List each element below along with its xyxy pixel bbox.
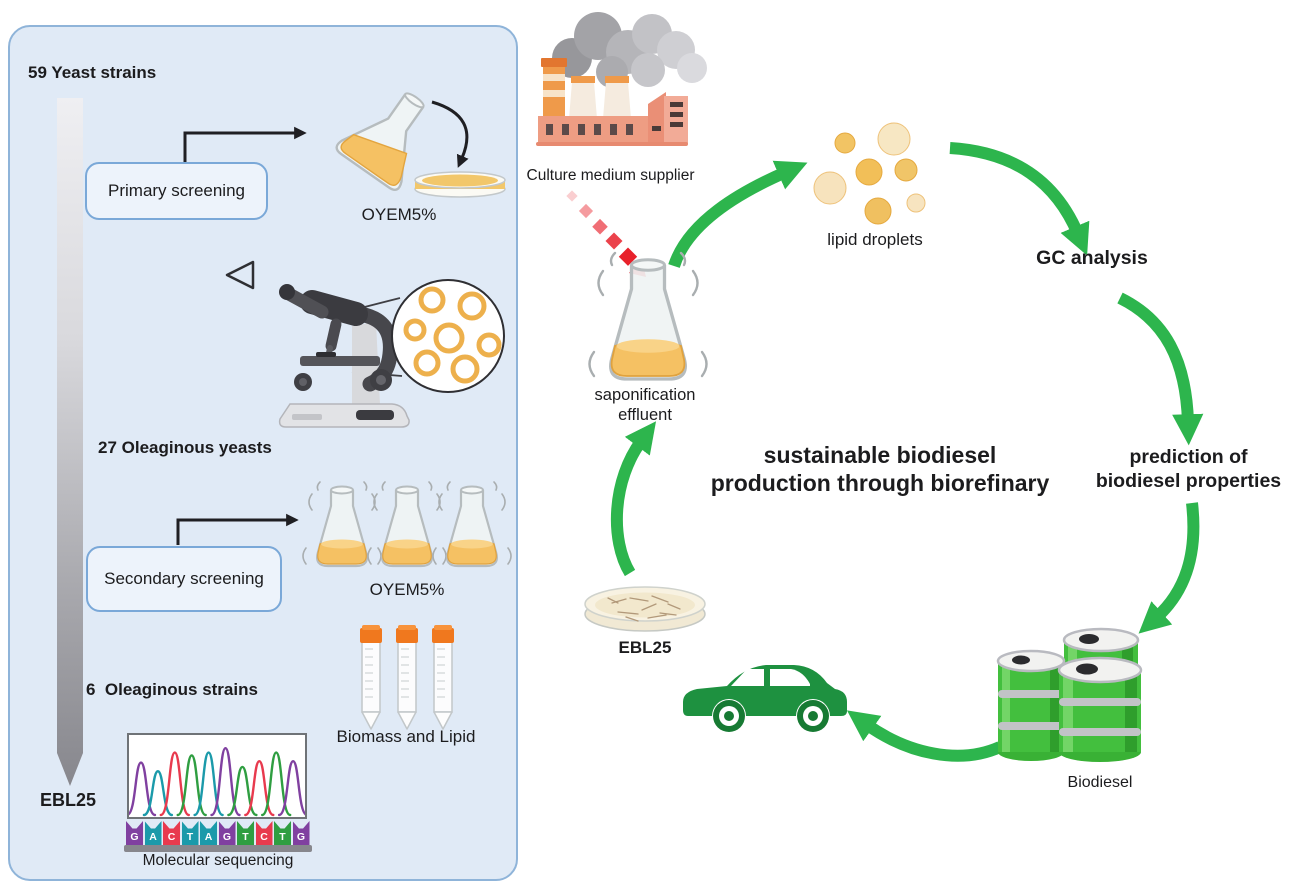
lipid-droplets-label: lipid droplets xyxy=(827,230,923,249)
primary-screening-label: Primary screening xyxy=(108,181,245,200)
ebl25-right-label: EBL25 xyxy=(618,638,672,657)
chromatogram-peak xyxy=(210,746,241,817)
ebl25-left-label: EBL25 xyxy=(40,790,97,810)
prediction-label: prediction of biodiesel properties xyxy=(1086,445,1291,493)
chromatogram-peaks xyxy=(125,746,309,817)
center-title-line1: sustainable biodiesel xyxy=(763,442,997,468)
arrow-droplets-to-gc xyxy=(949,142,1090,256)
sequence-tag: G xyxy=(218,821,236,846)
biodiesel-label: Biodiesel xyxy=(1067,774,1133,791)
sequence-tag: G xyxy=(126,821,143,846)
arrow-gc-to-prediction xyxy=(1117,292,1204,446)
chromatogram-peak xyxy=(277,759,309,817)
saponification-effluent-label: saponification effluent xyxy=(575,386,715,425)
sequence-tag: G xyxy=(292,821,310,846)
biodiesel-barrels-icon xyxy=(996,627,1143,762)
chromatogram-peak xyxy=(261,751,292,817)
saponification-line2: effluent xyxy=(618,405,672,424)
saponification-flask-icon xyxy=(587,251,709,381)
sequence-tag: T xyxy=(274,821,291,846)
center-title-line2: production through biorefinary xyxy=(710,470,1050,496)
sequence-tag: A xyxy=(144,821,162,846)
arrow-prediction-to-biodiesel xyxy=(1138,502,1200,634)
car-icon xyxy=(683,665,847,732)
down-arrow-timeline xyxy=(57,98,83,786)
secondary-screening-box: Secondary screening xyxy=(86,546,282,612)
arrow-biodiesel-to-car xyxy=(846,710,1003,762)
petri-dish-ebl25-icon xyxy=(584,586,706,632)
saponification-line1: saponification xyxy=(594,386,696,404)
sequence-tag: A xyxy=(200,821,217,846)
chromatogram-peak xyxy=(159,751,190,817)
lipid-droplets-icon xyxy=(813,122,926,225)
red-dashed-arrow xyxy=(566,190,646,277)
arrow-flask-to-droplets xyxy=(668,160,808,269)
prediction-line1: prediction of xyxy=(1129,446,1248,468)
center-title: sustainable biodiesel production through… xyxy=(690,441,1070,497)
sequence-tag: T xyxy=(181,821,199,846)
sequence-tag: C xyxy=(255,821,273,846)
yeast-strains-label: 59 Yeast strains xyxy=(28,63,157,82)
culture-medium-supplier-label: Culture medium supplier xyxy=(526,167,695,184)
oyem-primary-label: OYEM5% xyxy=(361,205,437,224)
biomass-lipid-label: Biomass and Lipid xyxy=(336,727,476,746)
gc-analysis-label: GC analysis xyxy=(1036,247,1148,269)
chromatogram xyxy=(125,733,309,819)
arrow-ebl25-to-flask xyxy=(610,421,657,577)
secondary-screening-label: Secondary screening xyxy=(104,569,264,588)
sequence-tag: T xyxy=(237,821,254,846)
oyem-secondary-label: OYEM5% xyxy=(369,580,445,599)
sequence-tag: C xyxy=(163,821,180,846)
prediction-line2: biodiesel properties xyxy=(1095,470,1282,492)
molecular-sequencing-label: Molecular sequencing xyxy=(142,852,294,869)
oleaginous-strains-label: 6 Oleaginous strains xyxy=(86,680,258,699)
chromatogram-peak xyxy=(125,761,157,817)
oleaginous-yeasts-label: 27 Oleaginous yeasts xyxy=(98,438,272,457)
sequence-baseline-bar xyxy=(124,845,312,852)
factory-icon xyxy=(536,12,707,146)
primary-screening-box: Primary screening xyxy=(85,162,268,220)
